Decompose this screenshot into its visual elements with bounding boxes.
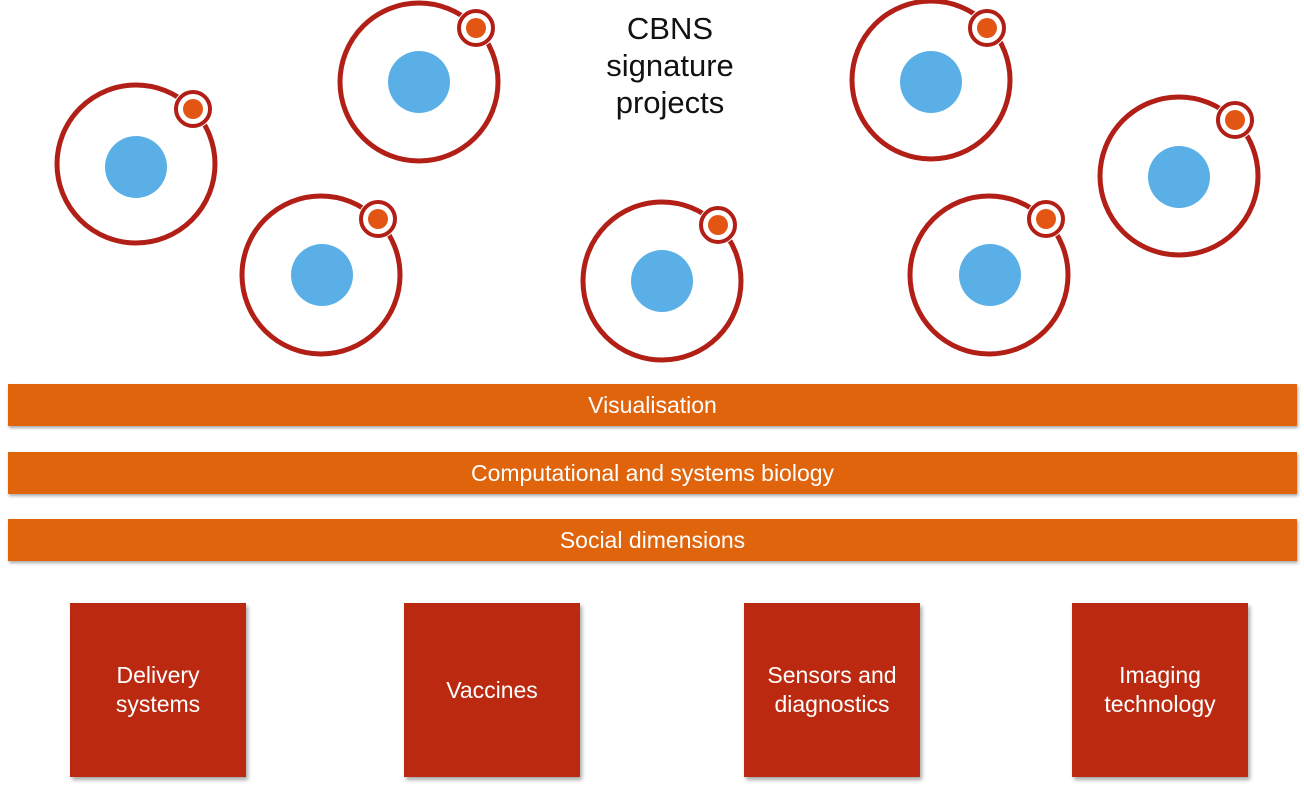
satellite-dot — [183, 99, 203, 119]
cell-4 — [1097, 94, 1261, 258]
cell-1 — [54, 82, 218, 246]
box-imaging-technology: Imaging technology — [1072, 603, 1248, 777]
satellite-dot — [368, 209, 388, 229]
bar-computational-systems-biology: Computational and systems biology — [8, 452, 1297, 494]
box-sensors-diagnostics: Sensors and diagnostics — [744, 603, 920, 777]
bar-visualisation: Visualisation — [8, 384, 1297, 426]
cell-2 — [337, 0, 501, 164]
satellite-dot — [1036, 209, 1056, 229]
box-delivery-systems: Delivery systems — [70, 603, 246, 777]
nucleus — [105, 136, 167, 198]
nucleus — [388, 51, 450, 113]
nucleus — [631, 250, 693, 312]
cell-3 — [849, 0, 1013, 162]
satellite-dot — [708, 215, 728, 235]
nucleus — [1148, 146, 1210, 208]
satellite-dot — [977, 18, 997, 38]
cell-5 — [239, 193, 403, 357]
nucleus — [959, 244, 1021, 306]
satellite-dot — [466, 18, 486, 38]
diagram-title: CBNS signature projects — [606, 11, 734, 120]
cell-6 — [580, 199, 744, 363]
satellite-dot — [1225, 110, 1245, 130]
bar-social-dimensions: Social dimensions — [8, 519, 1297, 561]
box-vaccines: Vaccines — [404, 603, 580, 777]
nucleus — [291, 244, 353, 306]
cell-7 — [907, 193, 1071, 357]
signature-project-cells — [54, 0, 1261, 363]
nucleus — [900, 51, 962, 113]
